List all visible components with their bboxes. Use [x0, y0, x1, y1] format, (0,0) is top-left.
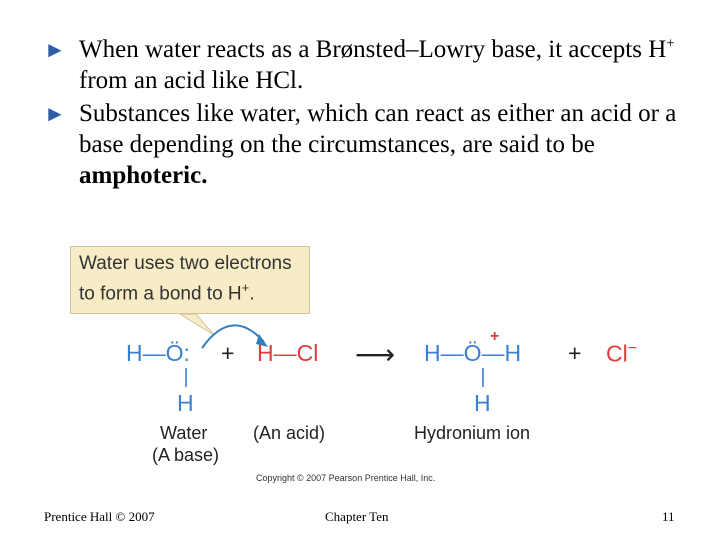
water-oxygen: Ö: [165, 340, 184, 366]
copyright-notice: Copyright © 2007 Pearson Prentice Hall, …: [256, 473, 436, 483]
bullet-2-text: Substances like water, which can react a…: [79, 100, 677, 158]
bullet-item-1: ► When water reacts as a Brønsted–Lowry …: [44, 34, 704, 96]
bullet-triangle-icon: ►: [44, 101, 66, 126]
hydronium-right: —H: [481, 340, 522, 366]
water-lone-pair: :: [183, 340, 190, 366]
hydronium-h-bottom: H: [474, 390, 491, 416]
chloride-ion: Cl−: [606, 340, 637, 368]
curved-arrow-icon: [201, 324, 265, 349]
callout-sup: +: [241, 280, 250, 295]
label-base: (A base): [152, 445, 220, 465]
chloride-symbol: Cl: [606, 340, 628, 367]
page-number: 11: [662, 509, 675, 524]
hydronium-oxygen: Ö: [463, 340, 482, 366]
callout-box: Water uses two electrons to form a bond …: [70, 246, 310, 314]
hydronium-molecule: H—Ö—H: [424, 340, 521, 367]
electron-arrow-svg: [178, 313, 484, 387]
plus-1: +: [221, 340, 235, 366]
water-molecule: H—Ö:: [126, 340, 190, 367]
bullet-item-2: ► Substances like water, which can react…: [44, 98, 704, 191]
hydronium-charge: +: [490, 328, 500, 345]
bullet-1-sup: +: [666, 35, 675, 52]
plus-2: +: [568, 340, 582, 366]
bullet-triangle-icon: ►: [44, 37, 66, 62]
reaction-arrow: ⟶: [355, 339, 396, 370]
arrow-head: [256, 334, 268, 347]
callout-line-2: to form a bond to H+.: [79, 276, 301, 306]
chloride-charge: −: [627, 340, 638, 357]
callout-line-2-text: to form a bond to H: [79, 283, 242, 305]
reaction-diagram: Water uses two electrons to form a bond …: [0, 230, 720, 490]
footer-center: Chapter Ten: [325, 509, 389, 524]
footer-left: Prentice Hall © 2007: [44, 509, 155, 524]
bullet-1-tail: from an acid like HCl.: [79, 67, 304, 94]
label-water: Water: [160, 423, 208, 443]
callout-end: .: [249, 283, 255, 305]
hcl-molecule: H—Cl: [257, 340, 319, 366]
water-h-left: H—: [126, 340, 166, 366]
label-hydronium: Hydronium ion: [414, 423, 531, 443]
hydronium-h-left: H—: [424, 340, 464, 366]
callout-line-1: Water uses two electrons: [79, 253, 292, 274]
callout-pointer: [178, 313, 215, 336]
bullet-list: ► When water reacts as a Brønsted–Lowry …: [44, 34, 704, 193]
label-acid: (An acid): [253, 423, 326, 443]
water-h-bottom: H: [177, 390, 194, 416]
bullet-1-text: When water reacts as a Brønsted–Lowry ba…: [79, 36, 667, 63]
bullet-2-bold: amphoteric.: [79, 162, 208, 189]
